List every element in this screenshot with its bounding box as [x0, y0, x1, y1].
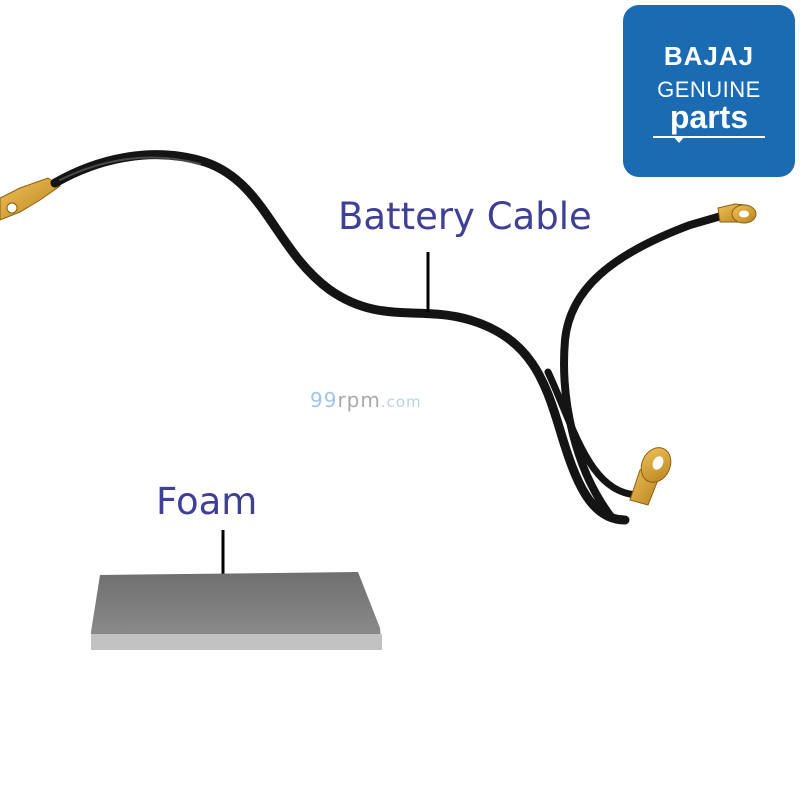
foam-pad-image [91, 572, 382, 650]
right-lower-terminal-image [629, 447, 672, 506]
watermark-part-rpm: rpm [337, 388, 381, 412]
watermark-part-com: .com [380, 393, 422, 411]
battery-cable-label: Battery Cable [338, 195, 592, 238]
foam-label: Foam [156, 480, 258, 523]
watermark-text: 99rpm.com [310, 388, 422, 412]
watermark-part-99: 99 [310, 388, 338, 412]
right-upper-terminal-image [717, 203, 757, 224]
logo-parts-text: parts [669, 99, 749, 135]
logo-underline [653, 136, 765, 138]
logo-brand-text: BAJAJ [663, 41, 755, 71]
logo-genuine-text: GENUINE [657, 77, 761, 102]
logo-chevron-icon [673, 136, 685, 143]
bajaj-genuine-parts-logo: BAJAJ GENUINE parts [623, 5, 795, 177]
battery-cable-image [50, 150, 732, 525]
left-terminal-image [0, 177, 61, 221]
